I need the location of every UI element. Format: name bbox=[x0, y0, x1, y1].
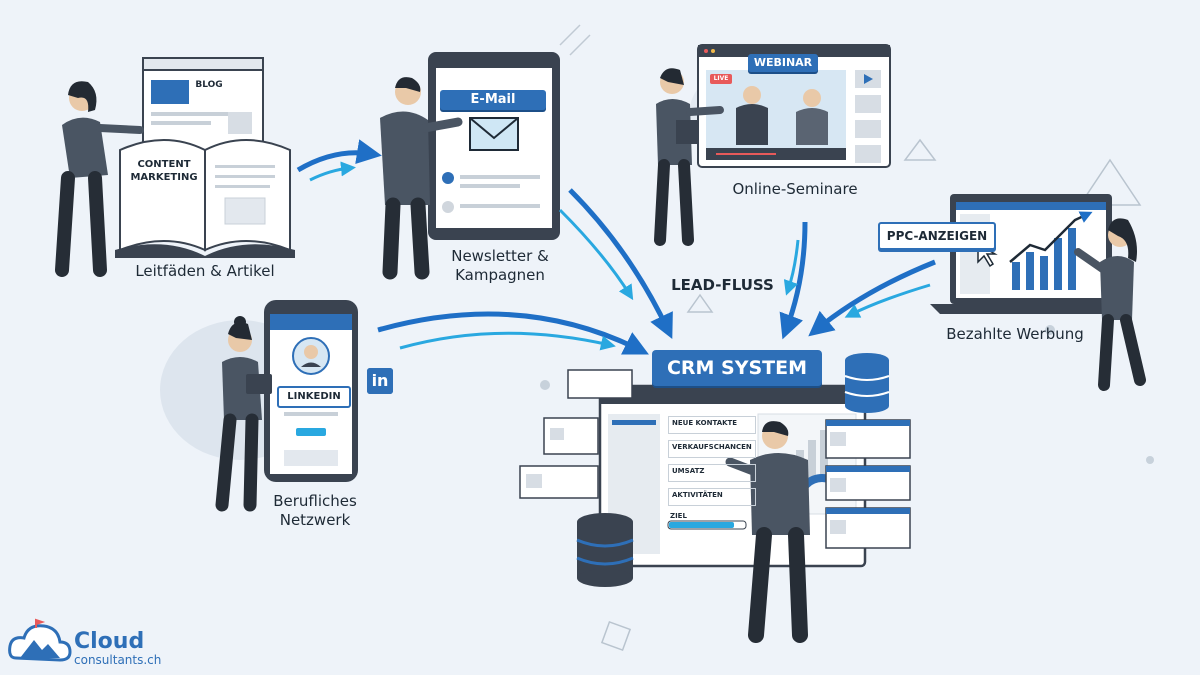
webinar-tag: WEBINAR bbox=[748, 54, 818, 72]
cloud-logo-icon bbox=[8, 618, 72, 662]
linkedin-caption-line2: Netzwerk bbox=[279, 511, 351, 529]
brand-domain: consultants.ch bbox=[74, 653, 162, 667]
linkedin-tag: LINKEDIN bbox=[277, 386, 351, 408]
email-tablet-illustration bbox=[380, 52, 560, 280]
live-badge: LIVE bbox=[710, 74, 732, 84]
crm-row-opportunities: VERKAUFSCHANCEN bbox=[668, 440, 756, 458]
ppc-tag: PPC-ANZEIGEN bbox=[878, 222, 996, 250]
lead-flow-label: LEAD-FLUSS bbox=[671, 276, 774, 294]
crm-system-illustration bbox=[519, 353, 911, 643]
linkedin-caption-line1: Berufliches bbox=[273, 492, 357, 510]
blog-tag: BLOG bbox=[195, 80, 223, 90]
webinar-caption: Online-Seminare bbox=[732, 180, 858, 198]
ppc-caption: Bezahlte Werbung bbox=[946, 325, 1084, 343]
content-marketing-book-title: CONTENT MARKETING bbox=[130, 159, 198, 183]
email-caption-line2: Kampagnen bbox=[455, 266, 545, 284]
crm-row-revenue: UMSATZ bbox=[668, 464, 756, 482]
flow-arrows bbox=[296, 139, 936, 355]
brand-name: Cloud bbox=[74, 629, 145, 654]
ppc-laptop-illustration bbox=[930, 194, 1146, 391]
crm-row-new-contacts: NEUE KONTAKTE bbox=[668, 416, 756, 434]
crm-title: CRM SYSTEM bbox=[652, 350, 822, 386]
goal-progress-fill bbox=[669, 522, 734, 528]
crm-row-activities: AKTIVITÄTEN bbox=[668, 488, 756, 506]
content-marketing-illustration bbox=[55, 57, 295, 277]
content-caption: Leitfäden & Artikel bbox=[135, 262, 275, 280]
linkedin-phone-illustration bbox=[215, 300, 393, 512]
email-tag: E-Mail bbox=[440, 90, 546, 110]
webinar-illustration bbox=[654, 44, 891, 246]
linkedin-logo-icon: in bbox=[367, 368, 393, 394]
email-caption-line1: Newsletter & bbox=[451, 247, 549, 265]
crm-row-goal: ZIEL bbox=[670, 512, 687, 520]
